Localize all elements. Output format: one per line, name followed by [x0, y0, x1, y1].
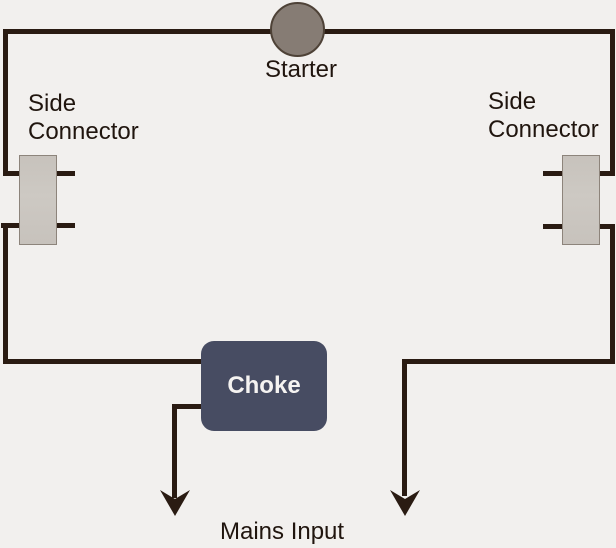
side-connector-left: [19, 155, 57, 245]
choke-label: Choke: [227, 372, 301, 399]
side-connector-right-label-line2: Connector: [488, 116, 599, 143]
starter-label: Starter: [264, 56, 338, 83]
wire-left-arrow-shaft: [172, 404, 177, 498]
side-connector-right-label-line1: Side: [488, 88, 537, 115]
wire-right-arrow-shaft: [402, 359, 407, 496]
side-connector-left-label: Side Connector: [28, 90, 139, 146]
side-connector-right: [562, 155, 600, 245]
wire-bottom-left: [3, 359, 205, 364]
side-connector-left-label-line1: Side: [28, 90, 77, 117]
wire-bottom-right: [402, 359, 615, 364]
side-connector-left-label-line2: Connector: [28, 118, 139, 145]
wire-left-lower: [3, 223, 8, 364]
mains-arrow-right-icon: [390, 490, 420, 516]
choke-box: Choke: [201, 341, 327, 431]
wire-choke-stub: [172, 404, 204, 409]
side-connector-right-label: Side Connector: [488, 88, 599, 144]
mains-input-label: Mains Input: [220, 518, 345, 545]
starter-circle: [270, 2, 325, 57]
wire-right-upper: [610, 29, 615, 176]
wire-left-upper: [3, 29, 8, 176]
mains-arrow-left-icon: [160, 490, 190, 516]
wire-right-lower: [610, 224, 615, 364]
